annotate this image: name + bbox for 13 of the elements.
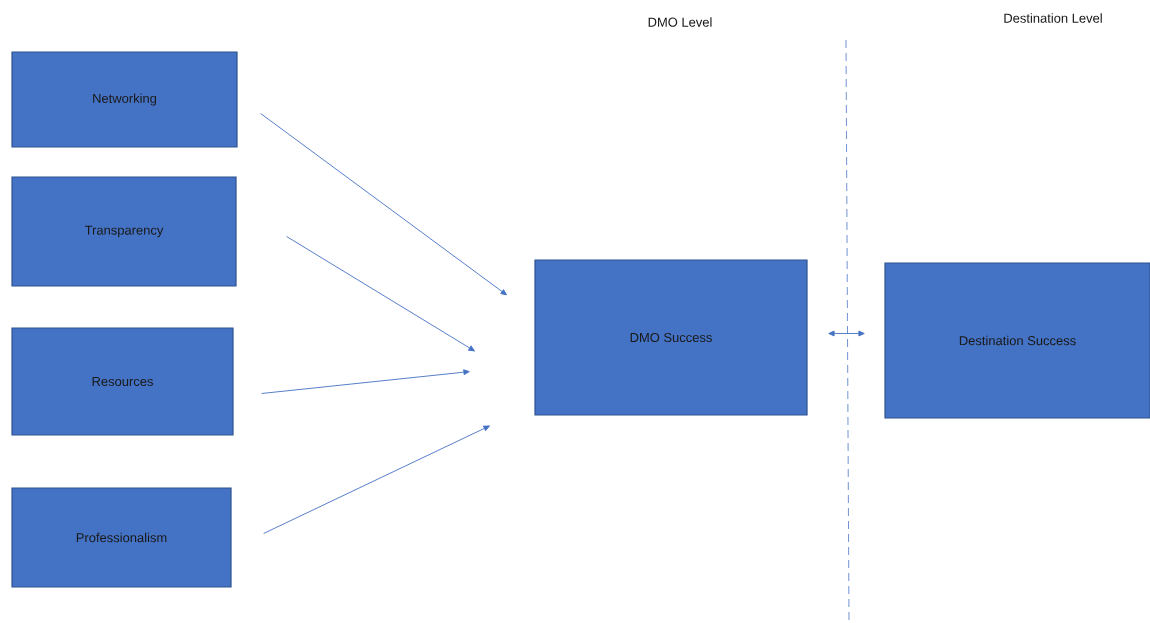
arrow bbox=[261, 369, 470, 394]
process-box: Resources bbox=[11, 327, 234, 436]
arrow bbox=[260, 113, 507, 296]
process-box: Professionalism bbox=[11, 487, 232, 588]
arrow bbox=[286, 236, 475, 352]
process-box: Destination Success bbox=[884, 262, 1150, 419]
process-box: Transparency bbox=[11, 176, 237, 287]
level-label: Destination Level bbox=[1004, 13, 1102, 23]
arrow bbox=[263, 425, 490, 534]
arrow bbox=[828, 330, 865, 337]
level-label: DMO Level bbox=[648, 17, 712, 27]
process-box: Networking bbox=[11, 51, 238, 148]
process-box: DMO Success bbox=[534, 259, 808, 416]
